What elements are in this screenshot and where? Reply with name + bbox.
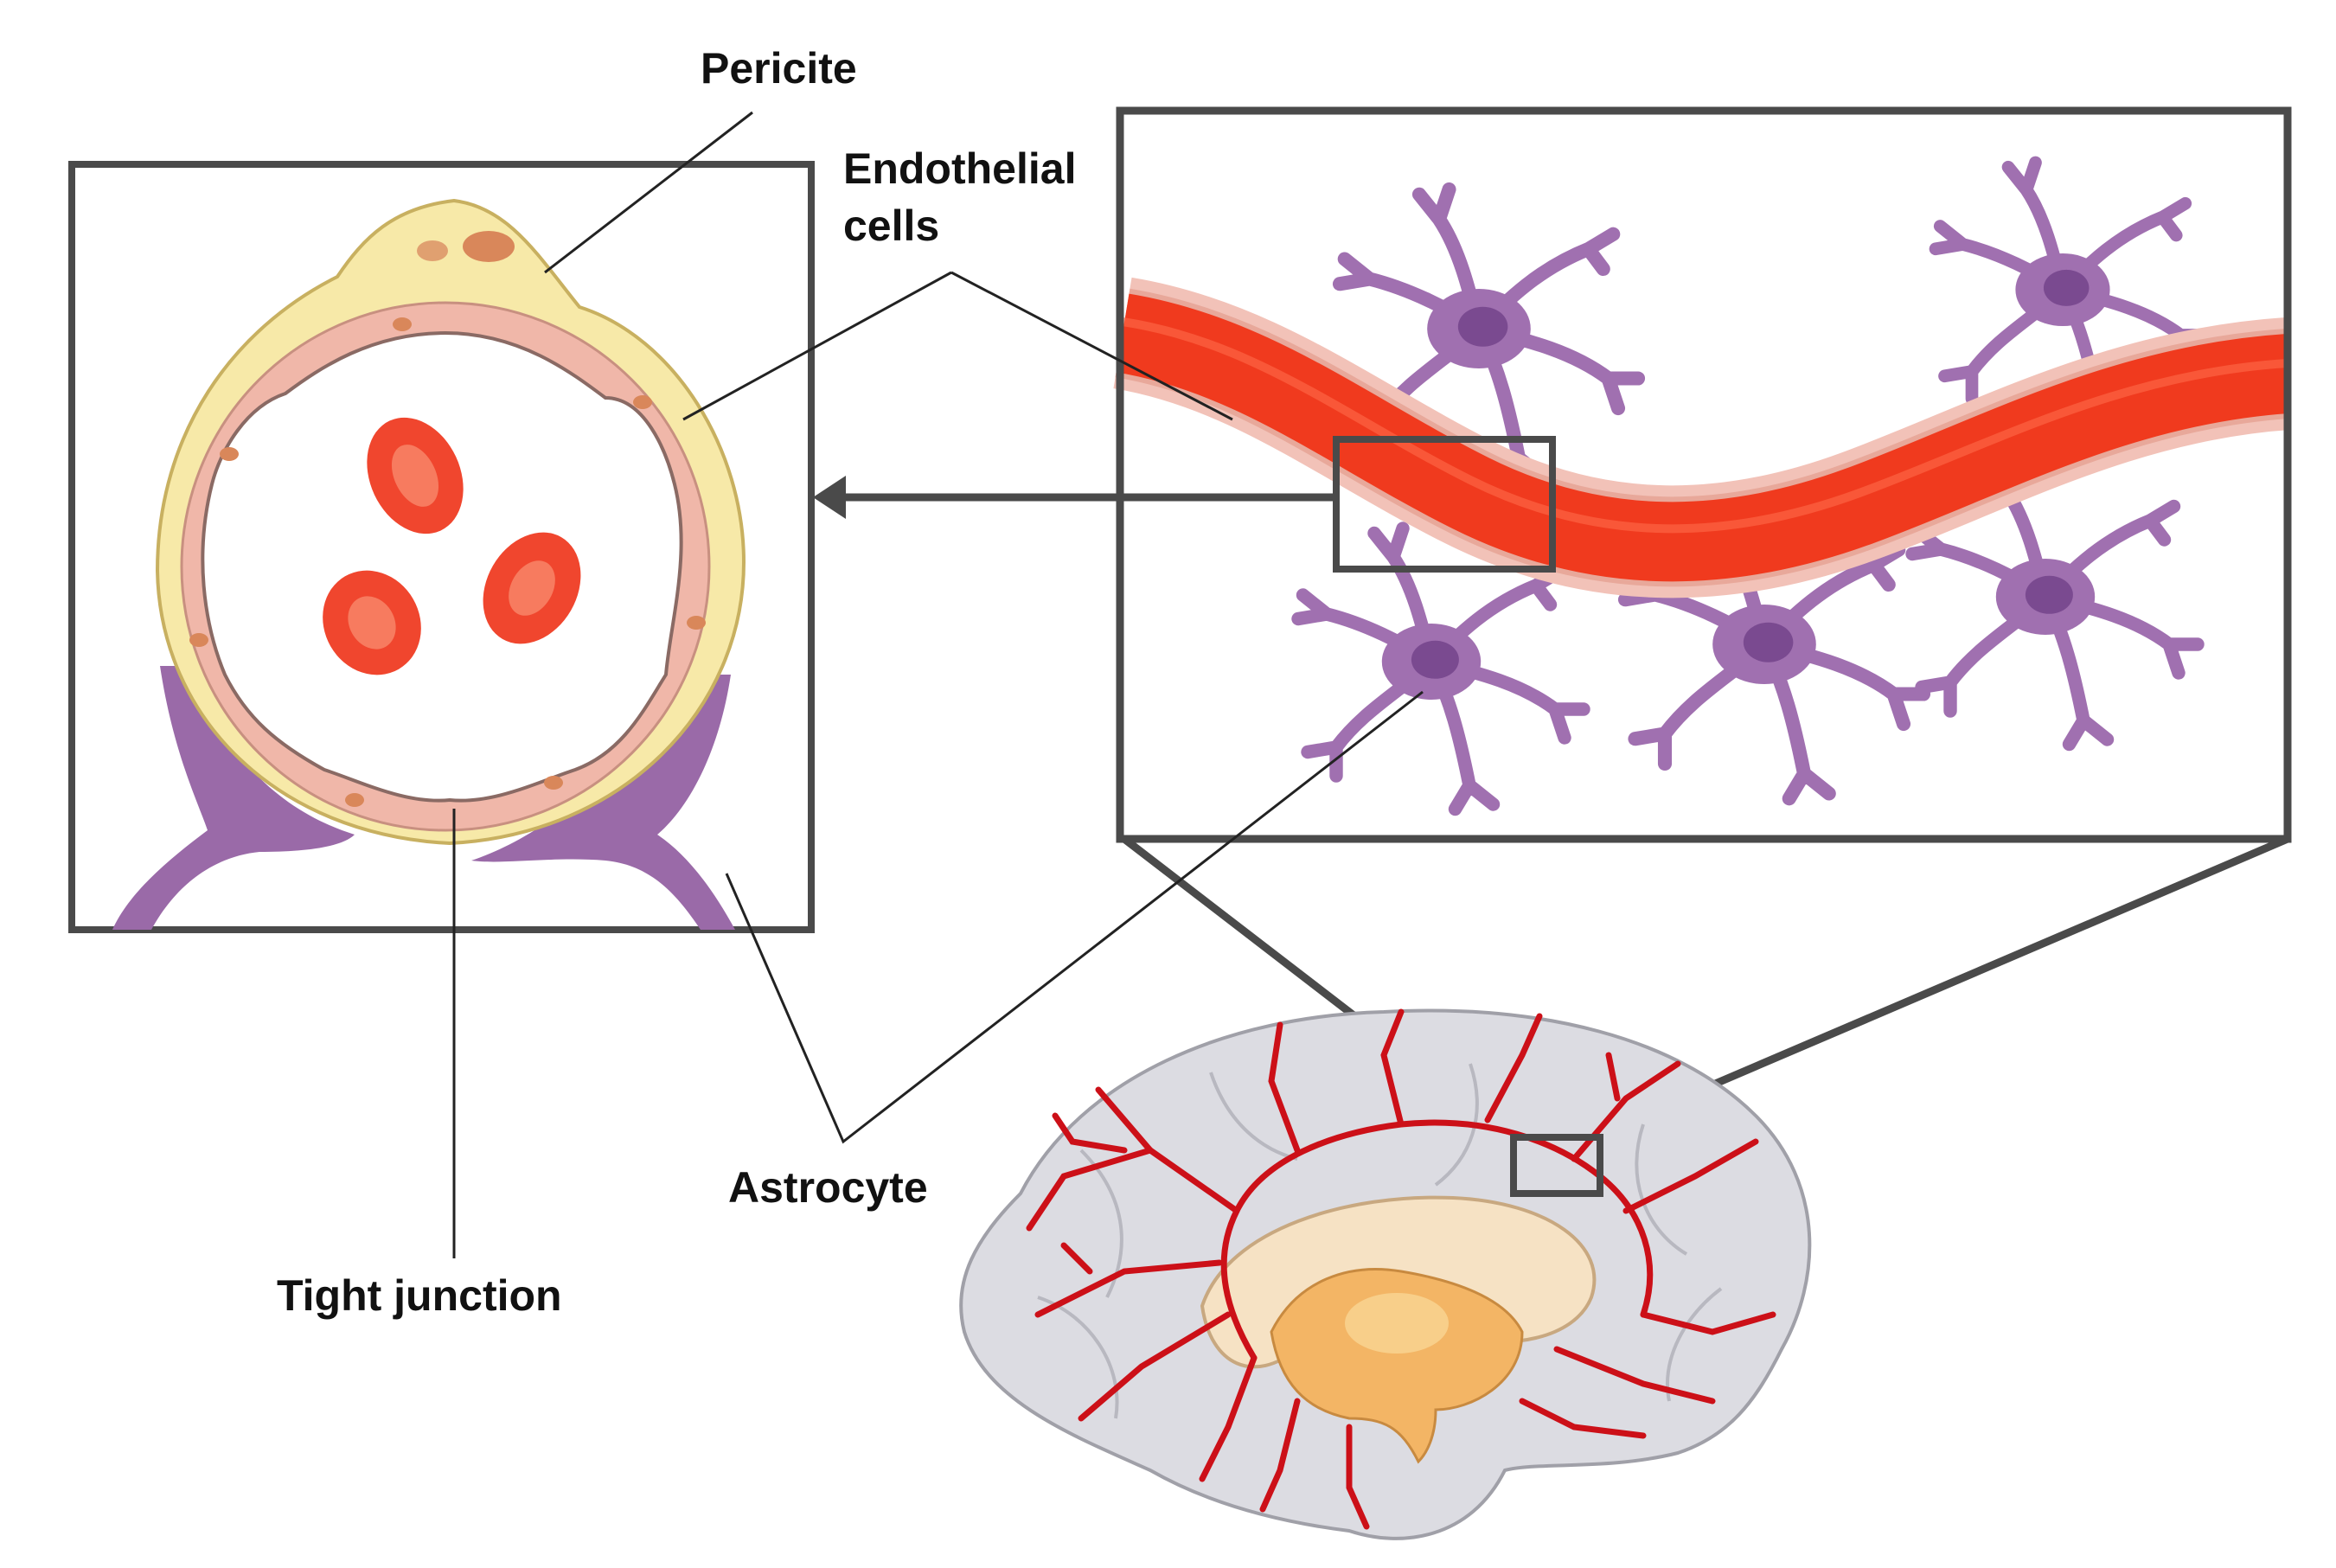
label-pericite: Pericite: [701, 44, 857, 93]
zoom-arrow: [813, 476, 1336, 519]
pericyte-nucleus: [463, 231, 515, 262]
vessel-panel: [1112, 106, 2292, 843]
zoom-box-brain: [1510, 1134, 1603, 1197]
brain-arteries: [1026, 1008, 1776, 1530]
label-astrocyte: Astrocyte: [728, 1163, 928, 1212]
zoom-box-vessel: [1333, 436, 1556, 573]
cross-section-panel: [68, 161, 815, 933]
leader-endothelial-cross: [682, 271, 952, 421]
label-leader-lines: [452, 111, 1424, 1258]
red-blood-cells: [323, 417, 581, 675]
arrow-head-icon: [813, 476, 846, 519]
label-tight-junction: Tight junction: [277, 1271, 562, 1320]
capillary-lumen: [201, 330, 683, 803]
leader-astrocyte: [725, 690, 1424, 1144]
endothelial-nuclei: [189, 317, 706, 807]
leader-pericite: [544, 111, 753, 274]
thalamus: [1270, 1268, 1524, 1464]
blood-vessel: [1112, 277, 2292, 598]
brain-illustration: [959, 1008, 1812, 1540]
vessel-panel-frame: [1116, 106, 2292, 843]
leader-endothelial-vessel: [950, 271, 1233, 421]
label-endothelial-cells: Endothelial cells: [843, 144, 1077, 250]
